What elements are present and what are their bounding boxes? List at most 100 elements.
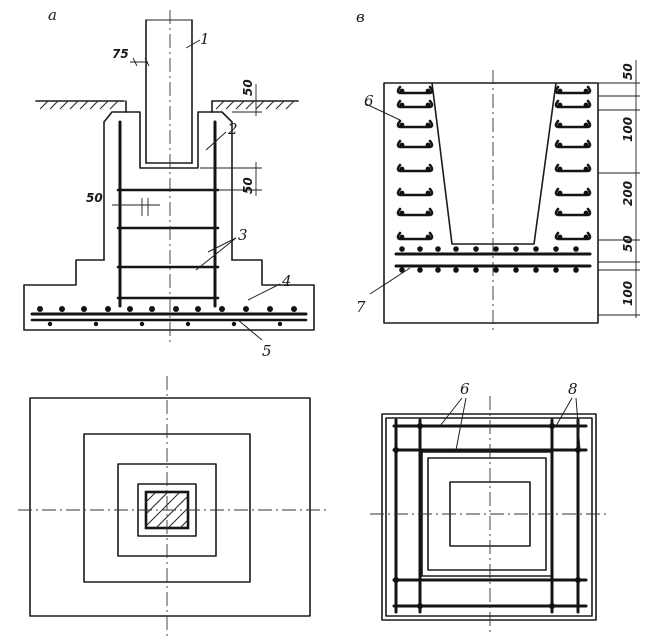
bar-right-4 xyxy=(554,163,592,173)
callout-8: 8 xyxy=(568,380,578,398)
bottom-dot-up-2 xyxy=(435,246,441,252)
bar-left-5 xyxy=(396,187,434,197)
bar-right-4-dot-b xyxy=(583,166,589,172)
bar-right-2-dot-b xyxy=(583,122,589,128)
bar-left-1-dot-b xyxy=(425,102,431,108)
bar-right-0-dot-a xyxy=(557,88,563,94)
bar-right-4-dot-a xyxy=(557,166,563,172)
mesh-bars-right xyxy=(554,85,592,241)
section-v: 50 100 200 50 100 в 6 7 xyxy=(356,8,640,330)
bar-left-2-dot-b xyxy=(425,122,431,128)
bar-right-1-dot-b xyxy=(583,102,589,108)
mesh-dot-6 xyxy=(173,306,179,312)
bottom-dot-low-4 xyxy=(473,267,479,273)
dim-50-top: 50 xyxy=(232,79,262,116)
bottom-dot-low-0 xyxy=(399,267,405,273)
bar-left-5-dot-a xyxy=(399,190,405,196)
mesh-dot-2 xyxy=(81,306,87,312)
callout-1: 1 xyxy=(200,30,210,48)
plan-right: 6 8 xyxy=(370,380,610,636)
mesh-dot-8 xyxy=(219,306,225,312)
mesh-dot-10 xyxy=(267,306,273,312)
dim-chain-right: 50 100 200 50 100 xyxy=(598,60,640,318)
mesh-dot-low-3 xyxy=(185,321,191,327)
callout-7: 7 xyxy=(356,298,366,316)
bar-right-3-dot-a xyxy=(557,142,563,148)
panel-letter-a: a xyxy=(48,6,57,24)
bottom-dot-low-2 xyxy=(435,267,441,273)
mesh-dots xyxy=(37,306,297,327)
bottom-dot-low-5 xyxy=(493,267,499,273)
callout-5: 5 xyxy=(262,342,272,360)
bottom-dot-up-4 xyxy=(473,246,479,252)
bottom-mesh xyxy=(30,306,308,327)
dim-50-left-text: 50 xyxy=(86,191,103,205)
socket-glass xyxy=(103,100,233,261)
bottom-dot-low-1 xyxy=(417,267,423,273)
bar-right-5-dot-a xyxy=(557,190,563,196)
dim-50-left: 50 xyxy=(86,191,160,216)
mesh-dot-low-2 xyxy=(139,321,145,327)
bottom-bar-dots xyxy=(399,246,579,273)
bottom-dot-up-1 xyxy=(417,246,423,252)
bar-left-4 xyxy=(396,163,434,173)
bar-left-7-dot-a xyxy=(399,234,405,240)
bottom-dot-up-6 xyxy=(513,246,519,252)
bar-right-5 xyxy=(554,187,592,197)
dim-r-200: 200 xyxy=(621,181,635,206)
bar-left-1 xyxy=(396,99,434,109)
mesh-dot-low-0 xyxy=(47,321,53,327)
panel-letter-v: в xyxy=(356,8,365,26)
bar-left-7-dot-b xyxy=(425,234,431,240)
bar-left-2 xyxy=(396,119,434,129)
bar-right-1-dot-a xyxy=(557,102,563,108)
leader-8-b xyxy=(575,397,581,451)
bar-right-0-dot-b xyxy=(583,88,589,94)
bar-right-6-dot-b xyxy=(583,210,589,216)
bar-right-3-dot-b xyxy=(583,142,589,148)
dim-50-mid-text: 50 xyxy=(241,177,255,194)
mesh-dot-low-5 xyxy=(277,321,283,327)
stirrups xyxy=(116,188,220,300)
bottom-dot-low-3 xyxy=(453,267,459,273)
mesh-dot-9 xyxy=(243,306,249,312)
mesh-dot-low-1 xyxy=(93,321,99,327)
dim-r-100a: 100 xyxy=(621,117,635,142)
leaders-a xyxy=(185,39,281,341)
bar-left-4-dot-b xyxy=(425,166,431,172)
mesh-dot-low-4 xyxy=(231,321,237,327)
leader-6 xyxy=(365,103,401,121)
bottom-dot-low-8 xyxy=(553,267,559,273)
stepped-foundation xyxy=(23,259,315,331)
bar-left-1-dot-a xyxy=(399,102,405,108)
dim-r-100b: 100 xyxy=(621,281,635,306)
leader-7 xyxy=(369,267,411,295)
plan-r-outer-inner xyxy=(385,417,593,617)
mesh-dot-0 xyxy=(37,306,43,312)
bar-right-2 xyxy=(554,119,592,129)
plan-column-hatch xyxy=(145,491,189,529)
bar-left-6-dot-b xyxy=(425,210,431,216)
bar-left-5-dot-b xyxy=(425,190,431,196)
plan-outer-step xyxy=(29,397,311,617)
mesh-bars-left xyxy=(396,85,434,241)
bar-left-3-dot-a xyxy=(399,142,405,148)
bottom-dot-up-0 xyxy=(399,246,405,252)
dim-50-top-text: 50 xyxy=(241,79,255,96)
dim-r-50b: 50 xyxy=(621,235,635,252)
plan-r-hooks xyxy=(393,423,581,609)
bar-left-7 xyxy=(396,231,434,241)
dim-75: 75 xyxy=(112,47,150,67)
bottom-dot-up-8 xyxy=(553,246,559,252)
bar-right-7-dot-b xyxy=(583,234,589,240)
bottom-dot-up-9 xyxy=(573,246,579,252)
bar-right-7-dot-a xyxy=(557,234,563,240)
bar-right-7 xyxy=(554,231,592,241)
mesh-dot-1 xyxy=(59,306,65,312)
column xyxy=(145,19,193,164)
bar-right-5-dot-b xyxy=(583,190,589,196)
ground-hatching xyxy=(39,100,295,110)
bar-right-6-dot-a xyxy=(557,210,563,216)
bottom-dot-low-9 xyxy=(573,267,579,273)
